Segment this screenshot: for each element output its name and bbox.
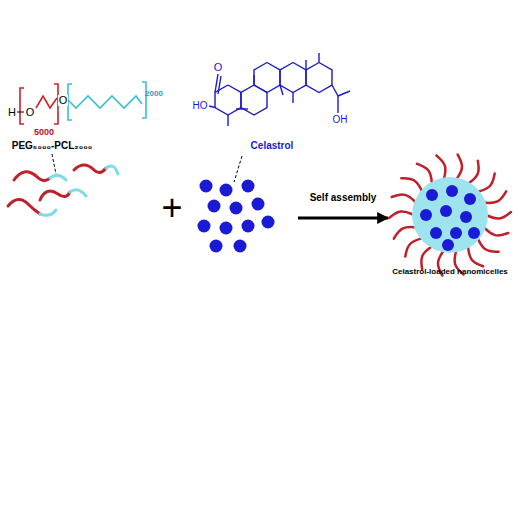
drug-dot xyxy=(200,180,213,193)
drug-dot xyxy=(442,239,454,251)
peg-tail xyxy=(405,238,422,256)
bond-line xyxy=(215,74,218,93)
peg-tail xyxy=(401,178,422,192)
drug-dot xyxy=(446,185,458,197)
bond-line xyxy=(209,106,215,108)
peg-tail xyxy=(478,238,499,252)
drug-name: Celastrol xyxy=(250,141,295,151)
ring-bond xyxy=(254,63,280,93)
peg-tail xyxy=(468,161,479,184)
peg-tail xyxy=(484,227,508,235)
drug-dot xyxy=(242,220,255,233)
dashed-pointer xyxy=(234,156,242,182)
drug-dot xyxy=(242,180,255,193)
drug-dot xyxy=(464,193,476,205)
polymer-name: PEG₅₀₀₀-PCL₂₀₀₀ xyxy=(11,141,94,151)
plus-sign: + xyxy=(160,190,183,226)
celastrol-structure xyxy=(209,53,350,126)
drug-dot xyxy=(460,211,472,223)
celastrol-dots xyxy=(198,180,275,253)
peg-tail xyxy=(389,211,414,218)
drug-dot xyxy=(430,227,442,239)
peg-tail xyxy=(484,191,506,203)
atom-label: H xyxy=(7,107,17,118)
repeat-subscript: 2000 xyxy=(144,90,164,98)
peg-tail xyxy=(417,164,432,184)
drug-dot xyxy=(262,216,275,229)
bond-line xyxy=(318,53,319,63)
micelle-art xyxy=(375,150,525,282)
peg-tail xyxy=(392,195,416,203)
drug-dot xyxy=(220,184,233,197)
drug-dot xyxy=(208,200,221,213)
drug-dot xyxy=(198,220,211,233)
micelle-label: Celastrol-loaded nanomicelles xyxy=(375,268,525,276)
peg-pcl-structure xyxy=(17,82,146,124)
drug-dot xyxy=(450,227,462,239)
drug-dot xyxy=(420,209,432,221)
peg-tail xyxy=(486,212,511,219)
peg-tail xyxy=(394,227,416,239)
atom-label: O xyxy=(25,107,36,118)
bond-line xyxy=(280,85,283,95)
drug-dot xyxy=(252,198,265,211)
copolymer-chains xyxy=(8,165,118,215)
atom-label: O xyxy=(58,95,69,106)
micelle-core xyxy=(412,177,488,253)
atom-label: O xyxy=(213,62,224,73)
dashed-pointer xyxy=(52,154,56,174)
peg-tail xyxy=(436,156,445,180)
process-arrow xyxy=(298,217,388,220)
peg-tail xyxy=(468,246,483,266)
bond-line xyxy=(253,75,254,85)
atom-label: HO xyxy=(192,101,209,111)
drug-dot xyxy=(220,222,233,235)
repeat-subscript: 5000 xyxy=(33,128,55,137)
atom-label: OH xyxy=(332,115,349,125)
bond-line xyxy=(218,76,221,94)
drug-dot xyxy=(230,202,243,215)
drug-dot xyxy=(426,189,438,201)
bond-line xyxy=(332,85,338,96)
drug-dot xyxy=(440,205,452,217)
drug-dot xyxy=(210,240,223,253)
ring-bond xyxy=(280,63,306,93)
bond-line xyxy=(227,115,228,126)
drug-dot xyxy=(468,227,480,239)
drug-dot xyxy=(234,240,247,253)
peg-tail xyxy=(456,154,462,179)
bond-line xyxy=(337,96,338,113)
step-label: Self assembly xyxy=(309,193,378,203)
bond-line xyxy=(338,91,350,96)
bond-line xyxy=(292,93,293,104)
bond-line xyxy=(236,108,248,109)
bond-line xyxy=(305,60,306,70)
ring-bond xyxy=(306,63,332,93)
nanomicelle: Celastrol-loaded nanomicelles xyxy=(375,150,525,282)
peg-tail xyxy=(421,246,432,269)
peg-tail xyxy=(478,174,495,192)
